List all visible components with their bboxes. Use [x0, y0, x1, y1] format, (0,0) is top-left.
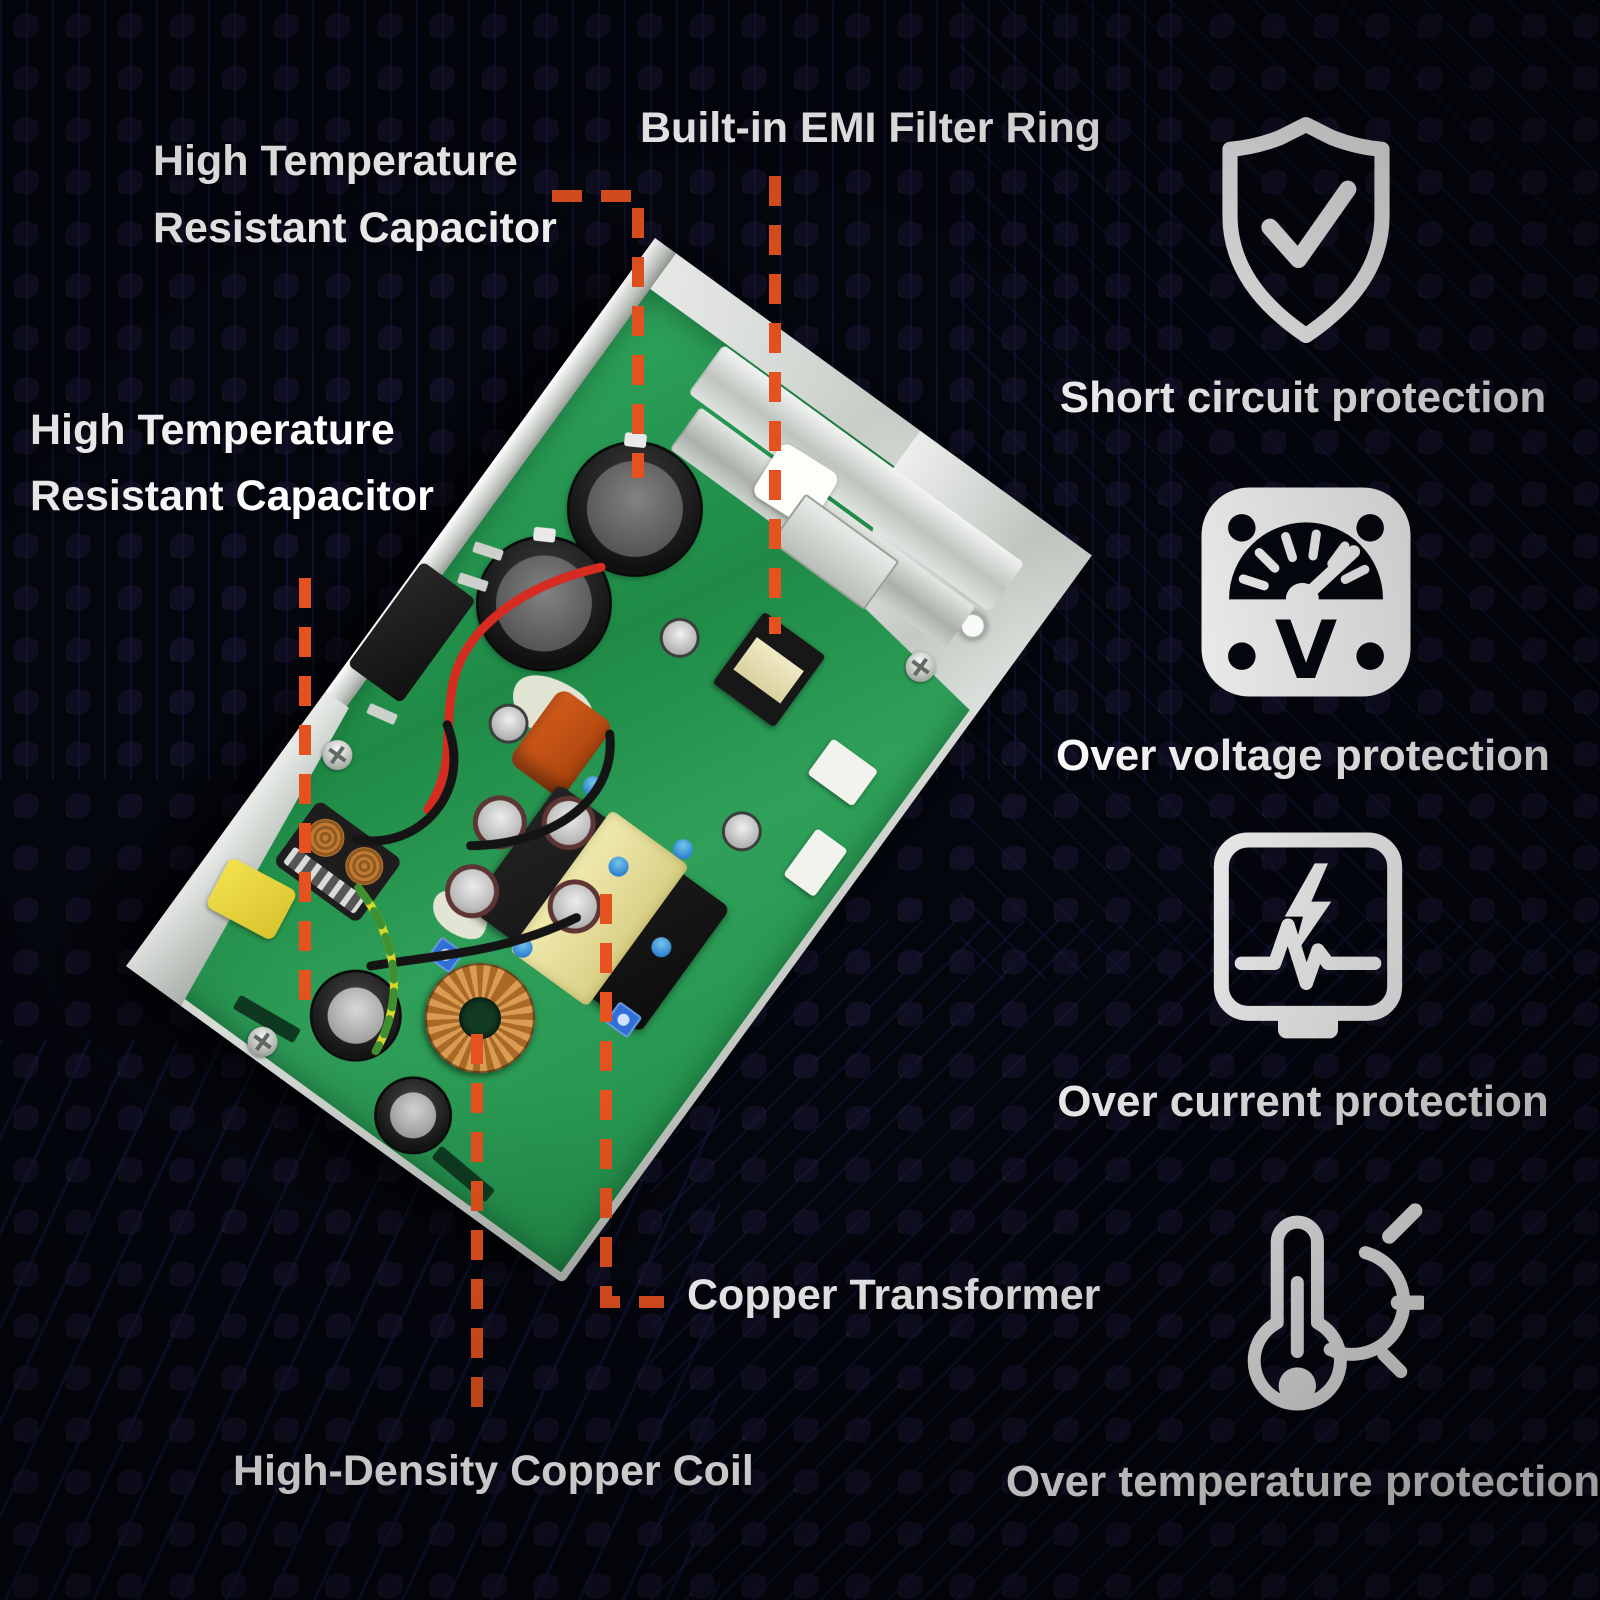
- sun-ray: [1382, 1203, 1423, 1244]
- meter-corner-dot: [1356, 514, 1384, 542]
- wires: [351, 562, 615, 1056]
- black-wire: [366, 913, 582, 971]
- monitor-frame: [1213, 832, 1403, 1021]
- shield-outline: [1222, 116, 1390, 344]
- meter-corner-dot: [1356, 642, 1384, 670]
- voltmeter-icon: V: [1201, 487, 1411, 698]
- lightning-bolt: [1284, 863, 1332, 960]
- feature-label-over-voltage: Over voltage protection: [1003, 734, 1600, 778]
- black-wire: [466, 729, 615, 851]
- callout-emi-ring: Built-in EMI Filter Ring: [640, 107, 1101, 150]
- thermometer-outline: [1247, 1215, 1347, 1411]
- gauge-ticks: [1238, 529, 1370, 591]
- meter-corner-dot: [1228, 642, 1256, 670]
- thermometer-sun-icon: [1247, 1203, 1424, 1411]
- ground-wire-stripe: [354, 883, 398, 1056]
- monitor-base: [1278, 1013, 1338, 1039]
- thermometer-bulb: [1278, 1367, 1316, 1405]
- power-supply-board-photo: [125, 238, 1092, 1284]
- callout-top-capacitor-line1: High Temperature: [153, 140, 518, 183]
- pulse-line: [1234, 918, 1382, 990]
- shield-check-icon: [1222, 116, 1390, 344]
- callout-left-capacitor-line2: Resistant Capacitor: [30, 475, 434, 518]
- red-wire: [423, 562, 606, 815]
- black-wire: [351, 720, 459, 846]
- sun-arc: [1323, 1246, 1411, 1361]
- volt-letter: V: [1275, 604, 1338, 698]
- feature-label-over-temperature: Over temperature protection: [1003, 1460, 1600, 1504]
- gauge-pivot: [1285, 582, 1319, 616]
- current-monitor-icon: [1213, 832, 1403, 1039]
- callout-copper-transformer: Copper Transformer: [687, 1274, 1100, 1317]
- feature-label-over-current: Over current protection: [1003, 1080, 1600, 1124]
- callout-copper-coil: High-Density Copper Coil: [233, 1450, 754, 1493]
- meter-corner-dot: [1228, 514, 1256, 542]
- feature-label-short-circuit: Short circuit protection: [1003, 376, 1600, 420]
- callout-top-capacitor-line2: Resistant Capacitor: [153, 207, 557, 250]
- check-mark: [1261, 180, 1357, 269]
- callout-left-capacitor-line1: High Temperature: [30, 409, 395, 452]
- sun-ray: [1377, 1347, 1408, 1379]
